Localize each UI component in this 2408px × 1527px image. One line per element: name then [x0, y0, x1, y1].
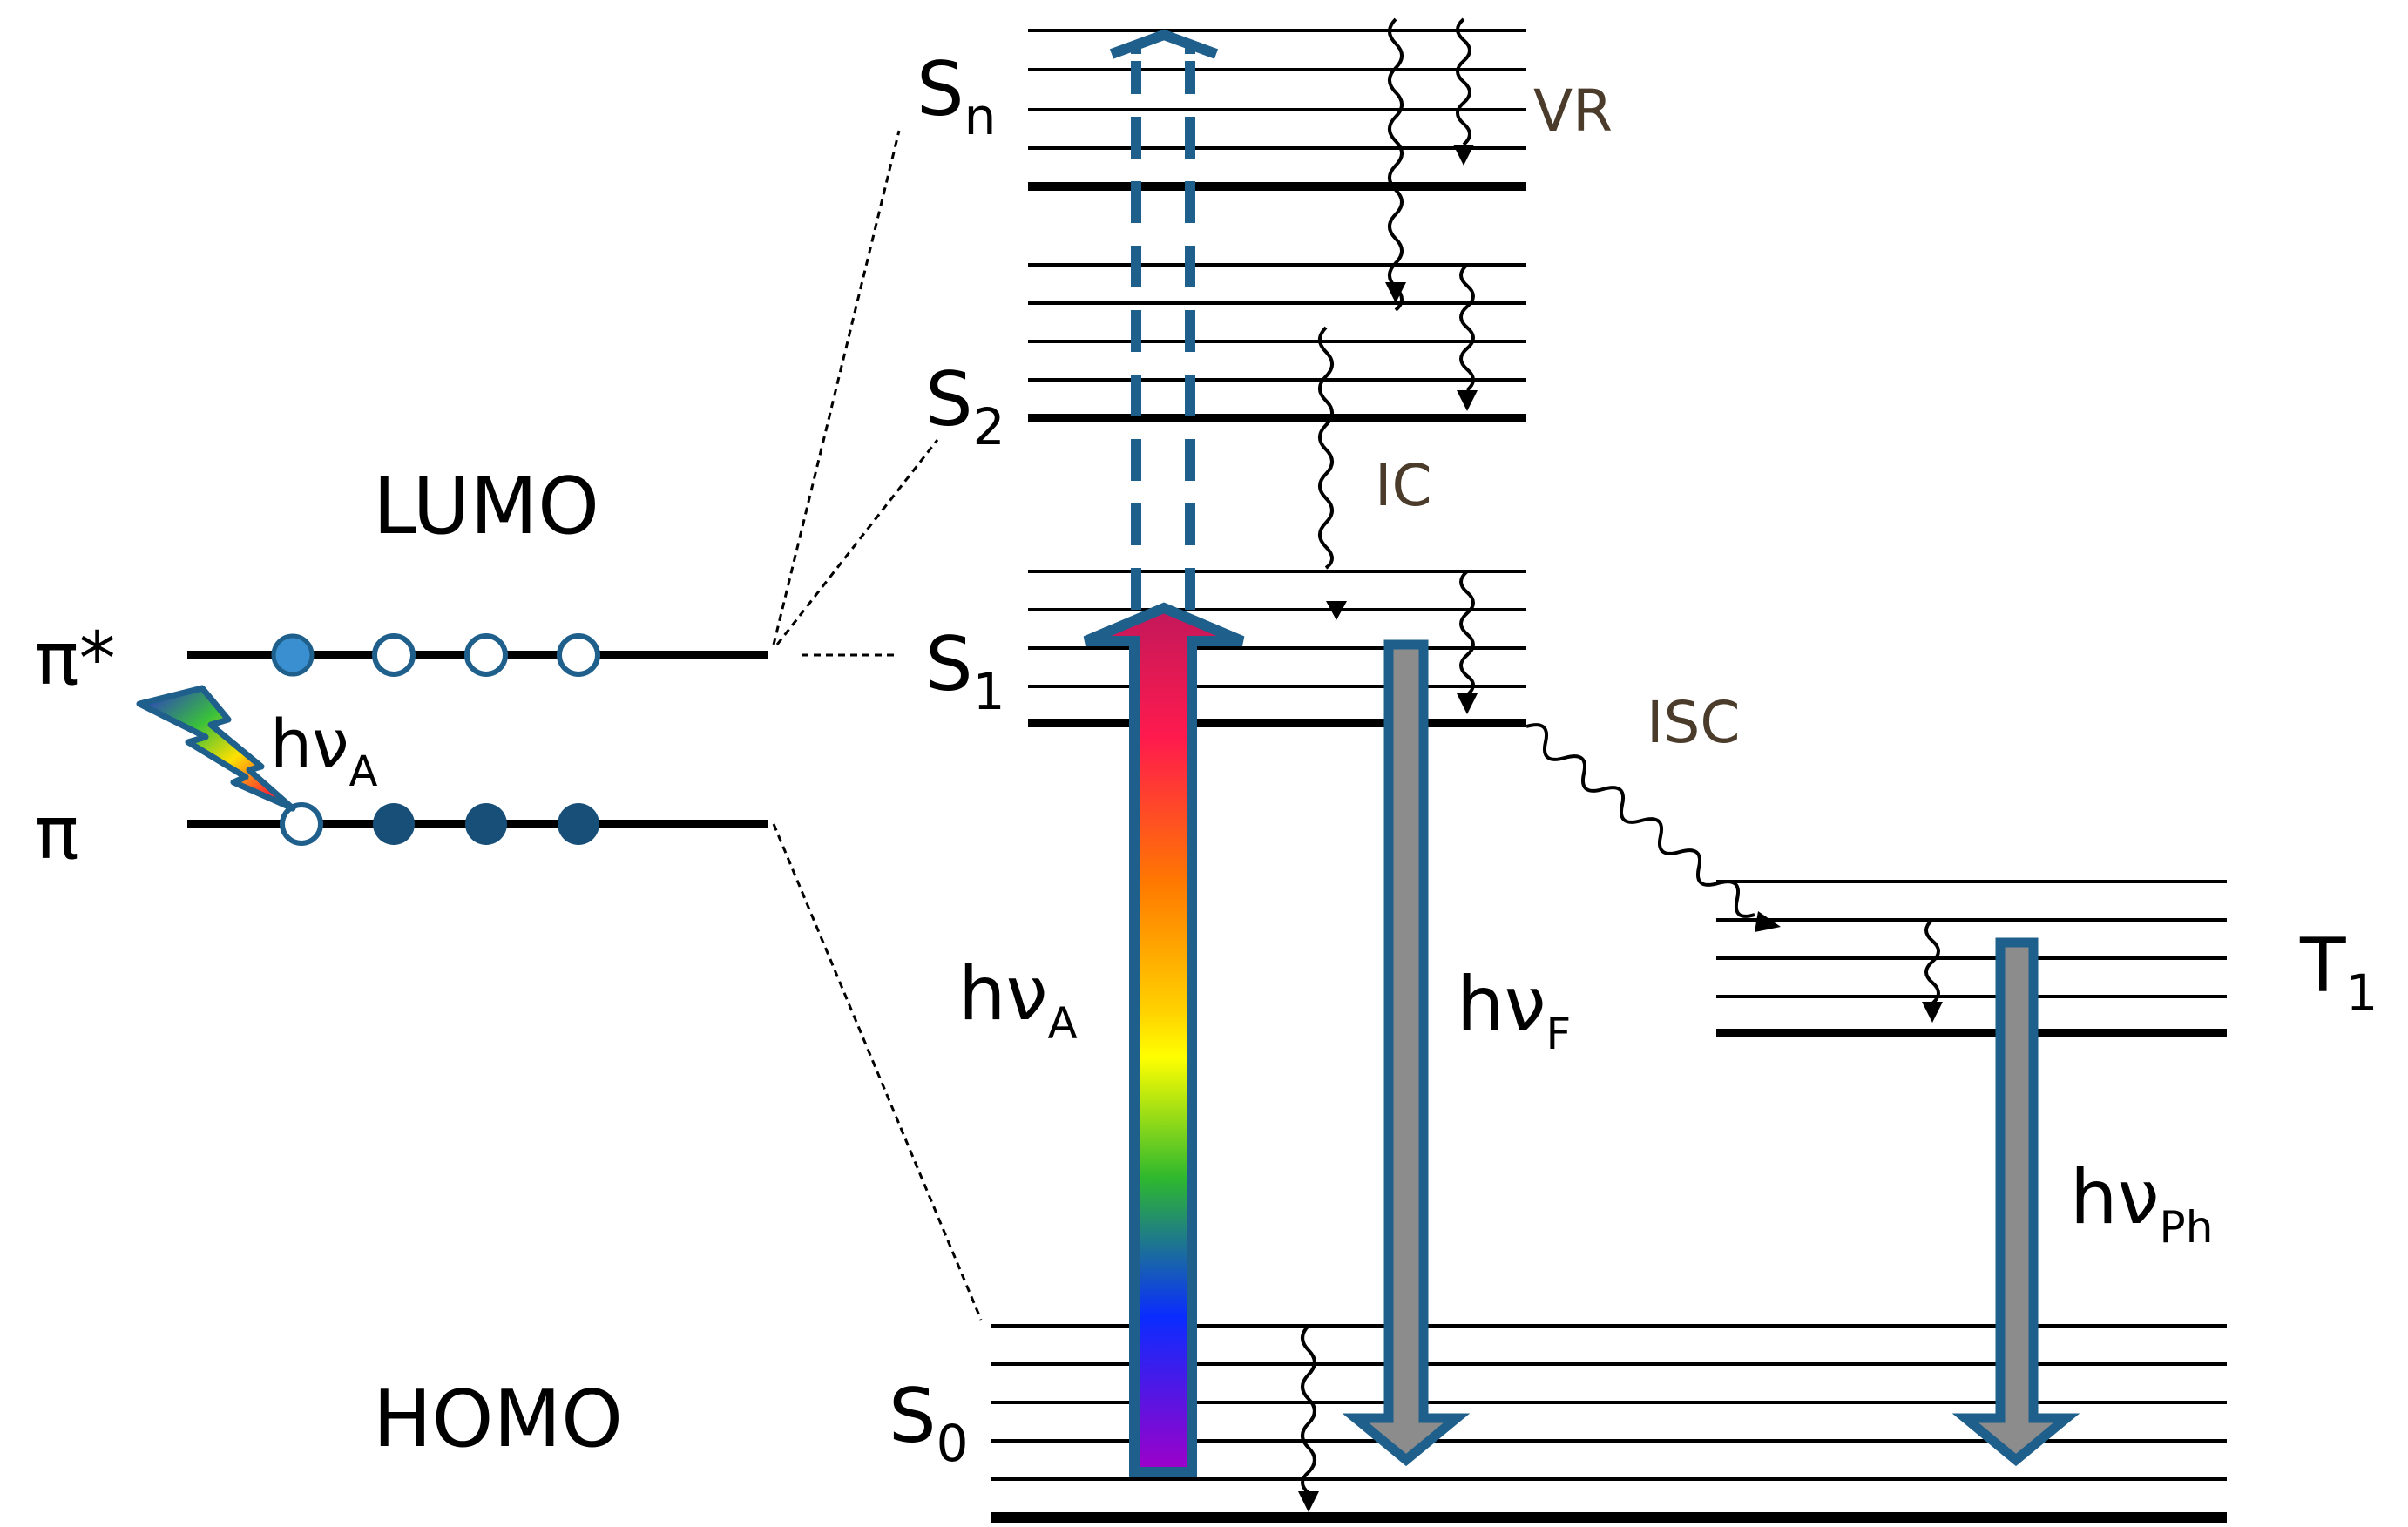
connector-s0	[772, 823, 983, 1321]
t1-manifold	[1716, 880, 2227, 1037]
s1-label: S1	[925, 621, 1005, 721]
vr-wavy-arrow	[1459, 570, 1475, 697]
phosphorescence-arrow	[1951, 937, 2080, 1467]
electron-empty	[280, 802, 323, 846]
vr-wavy-arrow	[1388, 17, 1404, 312]
lumo-label: LUMO	[373, 461, 599, 552]
pi-star-label: π*	[35, 616, 116, 701]
s1-manifold	[1028, 570, 1526, 727]
electron-filled	[373, 803, 415, 845]
sn-label: Sn	[917, 46, 996, 146]
h-nu-a-label: hνA	[958, 950, 1078, 1049]
absorption-arrow	[1083, 602, 1245, 1477]
connector-s2	[775, 439, 939, 645]
sn-manifold	[1028, 29, 1526, 191]
electron-filled	[558, 803, 599, 845]
homo-label: HOMO	[373, 1374, 623, 1465]
lightning-icon	[136, 685, 296, 812]
ic-label: IC	[1375, 452, 1432, 519]
s0-label: S0	[889, 1373, 969, 1473]
s2-manifold	[1028, 263, 1526, 422]
electron-filled	[271, 633, 315, 677]
orbital-panel: π* π LUMO HOMO hνA	[35, 461, 768, 1465]
t1-label: T1	[2299, 922, 2378, 1023]
isc-wavy-arrow	[1525, 723, 1755, 918]
connector-lines	[772, 130, 983, 1321]
vr-wavy-arrow	[1456, 17, 1471, 146]
excitation-dashed-arrow	[1109, 29, 1219, 610]
vr-wavy-arrow	[1459, 263, 1475, 392]
isc-label: ISC	[1647, 689, 1740, 756]
electron-empty	[372, 633, 416, 677]
ic-wavy-arrow	[1318, 326, 1334, 570]
h-nu-f-label: hνF	[1457, 961, 1571, 1059]
h-nu-a-left-label: hνA	[270, 705, 378, 796]
pi-label: π	[35, 790, 79, 875]
s2-label: S2	[925, 356, 1005, 456]
fluorescence-arrow	[1342, 639, 1471, 1467]
electron-filled	[465, 803, 507, 845]
electron-empty	[557, 633, 600, 677]
h-nu-ph-label: hνPh	[2070, 1154, 2213, 1253]
connector-sn	[772, 130, 901, 645]
nonradiative-arrows	[1298, 17, 1943, 1512]
vr-wavy-arrow	[1924, 918, 1940, 1005]
electron-empty	[464, 633, 508, 677]
vr-wavy-arrow	[1301, 1324, 1316, 1495]
vr-label: VR	[1533, 78, 1613, 145]
